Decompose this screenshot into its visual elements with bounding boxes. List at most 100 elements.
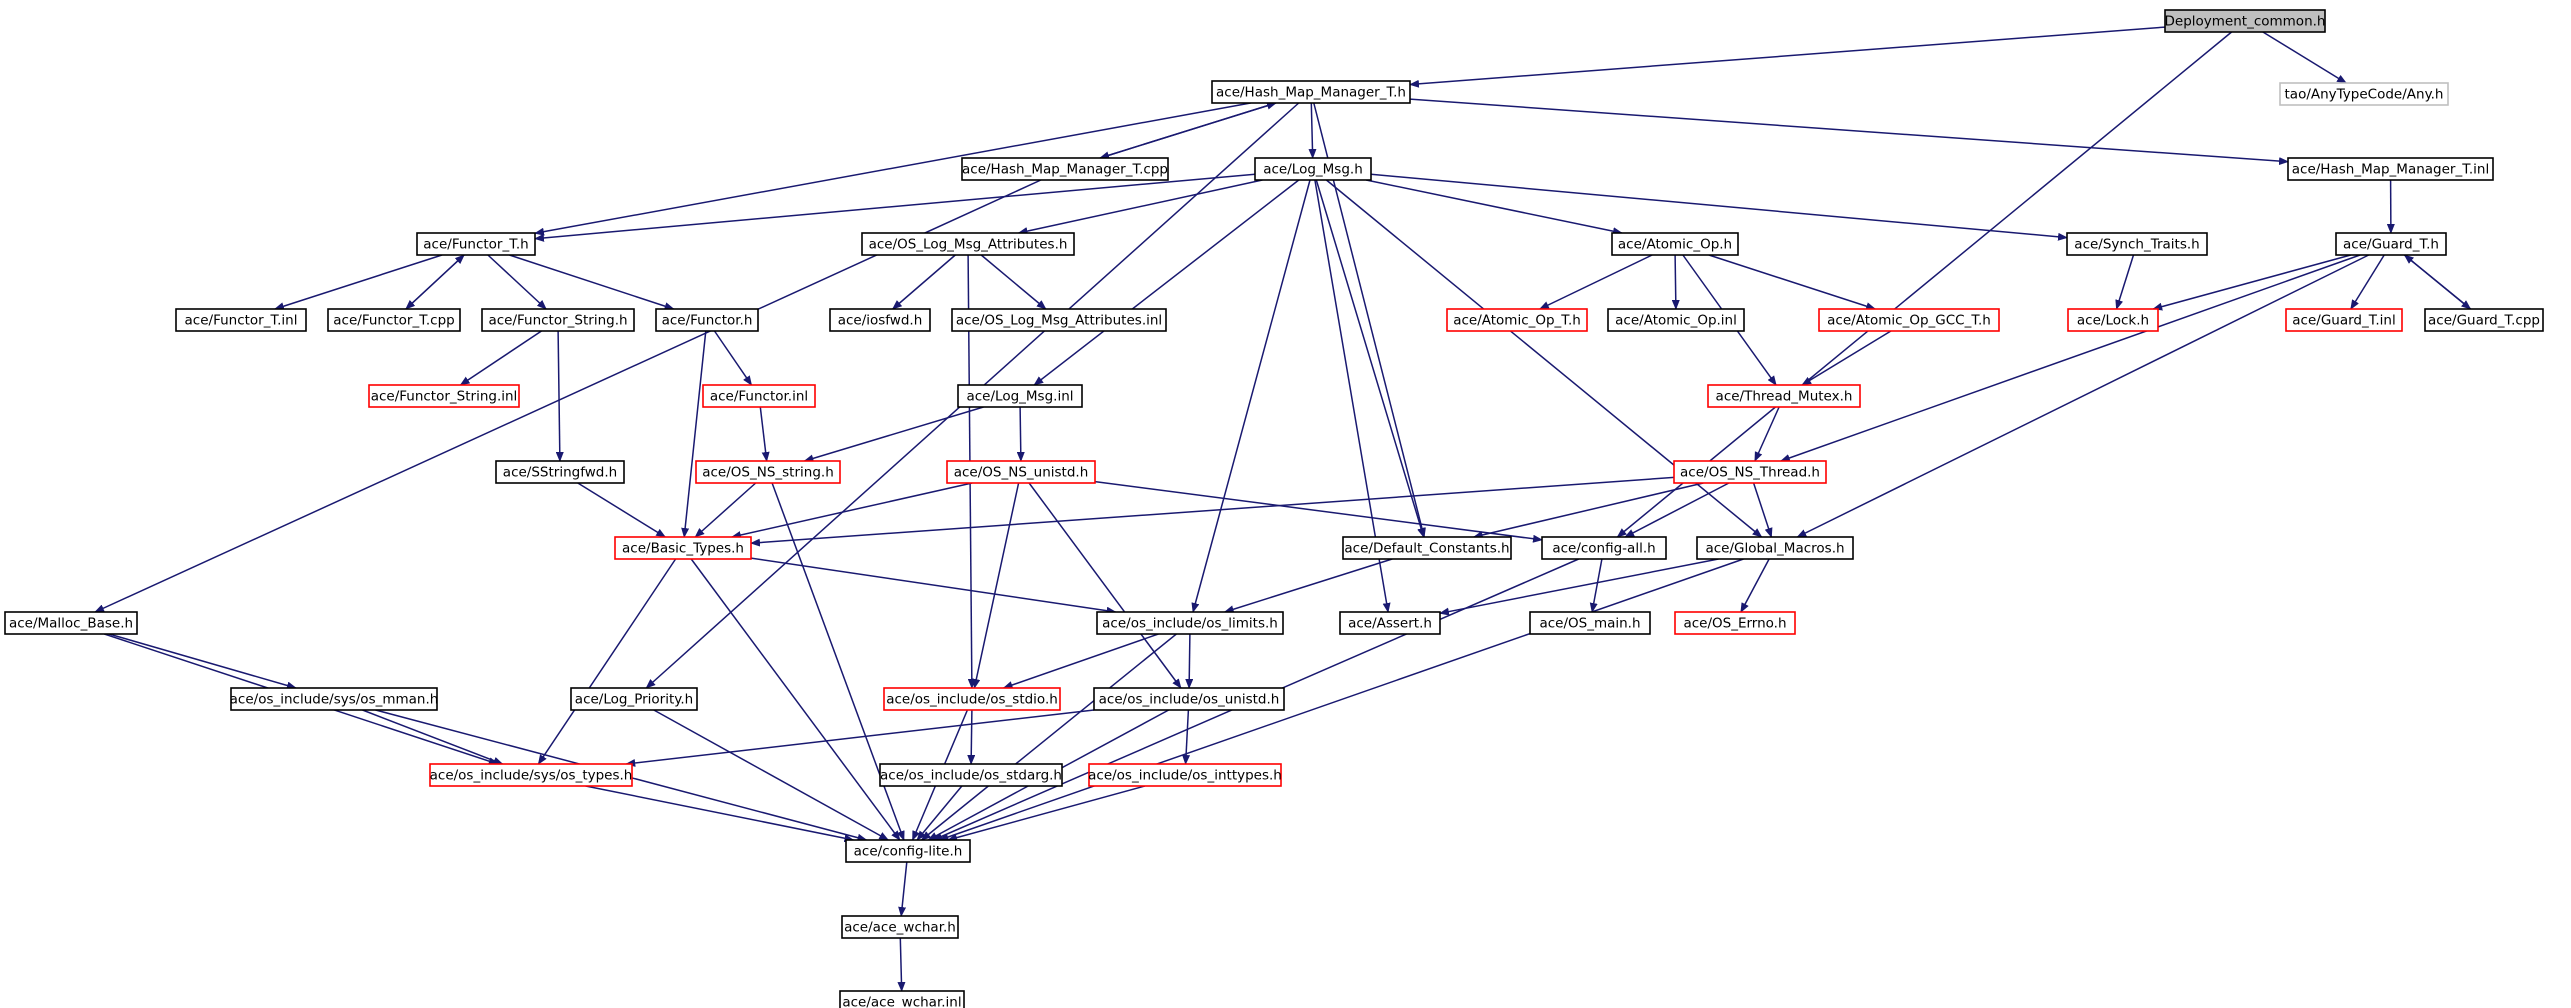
node-malloc-base-h[interactable]: ace/Malloc_Base.h	[4, 611, 138, 635]
node-box	[861, 232, 1075, 256]
node-os-limits-h[interactable]: ace/os_include/os_limits.h	[1096, 611, 1284, 635]
node-box	[1607, 308, 1745, 332]
node-synch-traits-h[interactable]: ace/Synch_Traits.h	[2066, 232, 2208, 256]
node-label: ace/Functor.h	[662, 313, 753, 329]
node-label: ace/iosfwd.h	[838, 313, 923, 329]
node-box	[1611, 232, 1739, 256]
node-hash-map-manager-t-h[interactable]: ace/Hash_Map_Manager_T.h	[1211, 80, 1411, 104]
edge-log_msg_h-to-log_msg_inl	[1033, 179, 1300, 386]
node-guard-t-cpp[interactable]: ace/Guard_T.cpp	[2424, 308, 2544, 332]
node-os-types-h[interactable]: ace/os_include/sys/os_types.h	[429, 763, 633, 787]
node-box	[1254, 157, 1372, 181]
node-os-stdarg-h[interactable]: ace/os_include/os_stdarg.h	[879, 763, 1063, 787]
node-log-msg-h[interactable]: ace/Log_Msg.h	[1254, 157, 1372, 181]
node-os-ns-unistd-h[interactable]: ace/OS_NS_unistd.h	[946, 460, 1096, 484]
edge-global_macros_h-to-config_lite_h	[938, 558, 1744, 841]
node-log-priority-h[interactable]: ace/Log_Priority.h	[570, 687, 698, 711]
edge-log_msg_h-to-synch_traits_h	[1370, 173, 2068, 241]
node-functor-t-h[interactable]: ace/Functor_T.h	[416, 232, 536, 256]
node-box	[839, 990, 965, 1008]
node-thread-mutex-h[interactable]: ace/Thread_Mutex.h	[1707, 384, 1861, 408]
node-os-inttypes-h[interactable]: ace/os_include/os_inttypes.h	[1088, 763, 1282, 787]
node-label: ace/config-all.h	[1552, 541, 1655, 557]
edge-os_log_msg_attributes_h-to-os_log_msg_attributes_inl	[980, 254, 1047, 310]
node-os-main-h[interactable]: ace/OS_main.h	[1529, 611, 1651, 635]
node-label: ace/Atomic_Op.h	[1618, 237, 1732, 253]
node-label: ace/Functor_String.inl	[371, 389, 518, 405]
node-iosfwd-h[interactable]: ace/iosfwd.h	[829, 308, 931, 332]
node-assert-h[interactable]: ace/Assert.h	[1339, 611, 1441, 635]
node-functor-string-inl[interactable]: ace/Functor_String.inl	[368, 384, 520, 408]
node-box	[1096, 611, 1284, 635]
node-log-msg-inl[interactable]: ace/Log_Msg.inl	[957, 384, 1083, 408]
node-os-mman-h[interactable]: ace/os_include/sys/os_mman.h	[230, 687, 439, 711]
edge-basic_types_h-to-config_lite_h	[690, 558, 901, 841]
edge-os_ns_unistd_h-to-config_all_h	[1094, 480, 1543, 543]
node-functor-inl[interactable]: ace/Functor.inl	[702, 384, 816, 408]
edge-os_stdio_h-to-os_stdarg_h	[967, 709, 976, 765]
node-atomic-op-gcc-t-h[interactable]: ace/Atomic_Op_GCC_T.h	[1818, 308, 2000, 332]
node-config-lite-h[interactable]: ace/config-lite.h	[845, 839, 971, 863]
node-any-h[interactable]: tao/AnyTypeCode/Any.h	[2279, 82, 2449, 106]
node-deployment-common[interactable]: Deployment_common.h	[2164, 9, 2326, 33]
node-box	[327, 308, 461, 332]
node-functor-string-h[interactable]: ace/Functor_String.h	[481, 308, 635, 332]
node-box	[1339, 611, 1441, 635]
edge-os_limits_h-to-os_unistd_h	[1185, 633, 1194, 689]
node-config-all-h[interactable]: ace/config-all.h	[1541, 536, 1667, 560]
node-label: ace/os_include/os_inttypes.h	[1088, 768, 1282, 784]
edge-malloc_base_h-to-os_mman_h	[108, 633, 297, 690]
node-label: ace/os_include/os_unistd.h	[1099, 692, 1280, 708]
node-label: ace/ace_wchar.h	[844, 920, 956, 936]
edge-guard_t_h-to-lock_h	[2152, 254, 2351, 311]
node-label: ace/os_include/os_stdio.h	[886, 692, 1058, 708]
node-os-ns-thread-h[interactable]: ace/OS_NS_Thread.h	[1673, 460, 1827, 484]
node-box	[429, 763, 633, 787]
node-os-ns-string-h[interactable]: ace/OS_NS_string.h	[695, 460, 841, 484]
node-os-log-msg-attributes-inl[interactable]: ace/OS_Log_Msg_Attributes.inl	[951, 308, 1167, 332]
edge-hash_map_manager_t_h-to-functor_t_h	[534, 102, 1251, 236]
edge-guard_t_h-to-global_macros_h	[1796, 254, 2370, 538]
node-box	[961, 157, 1169, 181]
node-ace-wchar-h[interactable]: ace/ace_wchar.h	[841, 915, 959, 939]
node-box	[1696, 536, 1854, 560]
node-box	[230, 687, 438, 711]
node-ace-wchar-inl[interactable]: ace/ace_wchar.inl	[839, 990, 965, 1008]
node-os-unistd-h[interactable]: ace/os_include/os_unistd.h	[1093, 687, 1285, 711]
node-os-errno-h[interactable]: ace/OS_Errno.h	[1674, 611, 1796, 635]
node-atomic-op-t-h[interactable]: ace/Atomic_Op_T.h	[1446, 308, 1588, 332]
node-box	[368, 384, 520, 408]
node-box	[1088, 763, 1282, 787]
node-os-log-msg-attributes-h[interactable]: ace/OS_Log_Msg_Attributes.h	[861, 232, 1075, 256]
edge-os_ns_string_h-to-basic_types_h	[694, 482, 757, 538]
node-default-constants-h[interactable]: ace/Default_Constants.h	[1342, 536, 1512, 560]
node-guard-t-inl[interactable]: ace/Guard_T.inl	[2285, 308, 2403, 332]
node-sstringfwd-h[interactable]: ace/SStringfwd.h	[495, 460, 625, 484]
nodes-layer: Deployment_common.h ace/Hash_Map_Manager_…	[4, 9, 2544, 1008]
node-box	[1707, 384, 1861, 408]
node-os-stdio-h[interactable]: ace/os_include/os_stdio.h	[883, 687, 1061, 711]
edge-log_msg_h-to-functor_t_h	[534, 173, 1256, 242]
node-functor-h[interactable]: ace/Functor.h	[655, 308, 759, 332]
node-box	[2287, 157, 2494, 181]
node-global-macros-h[interactable]: ace/Global_Macros.h	[1696, 536, 1854, 560]
node-atomic-op-inl[interactable]: ace/Atomic_Op.inl	[1607, 308, 1745, 332]
node-hash-map-manager-t-cpp[interactable]: ace/Hash_Map_Manager_T.cpp	[961, 157, 1169, 181]
node-atomic-op-h[interactable]: ace/Atomic_Op.h	[1611, 232, 1739, 256]
node-box	[655, 308, 759, 332]
node-lock-h[interactable]: ace/Lock.h	[2067, 308, 2159, 332]
edge-config_lite_h-to-ace_wchar_h	[898, 861, 908, 917]
edge-log_msg_h-to-os_log_msg_attributes_h	[1017, 179, 1263, 235]
node-box	[702, 384, 816, 408]
edge-atomic_op_h-to-atomic_op_gcc_t_h	[1708, 254, 1877, 311]
node-functor-t-inl[interactable]: ace/Functor_T.inl	[175, 308, 307, 332]
node-label: ace/os_include/sys/os_mman.h	[230, 692, 439, 708]
edge-deployment_common-to-hash_map_manager_t_h	[1409, 26, 2166, 88]
node-hash-map-manager-t-inl[interactable]: ace/Hash_Map_Manager_T.inl	[2287, 157, 2494, 181]
node-box	[2285, 308, 2403, 332]
node-basic-types-h[interactable]: ace/Basic_Types.h	[614, 536, 752, 560]
node-guard-t-h[interactable]: ace/Guard_T.h	[2335, 232, 2447, 256]
node-functor-t-cpp[interactable]: ace/Functor_T.cpp	[327, 308, 461, 332]
edge-functor_t_h-to-functor_string_h	[487, 254, 547, 310]
node-box	[1093, 687, 1285, 711]
